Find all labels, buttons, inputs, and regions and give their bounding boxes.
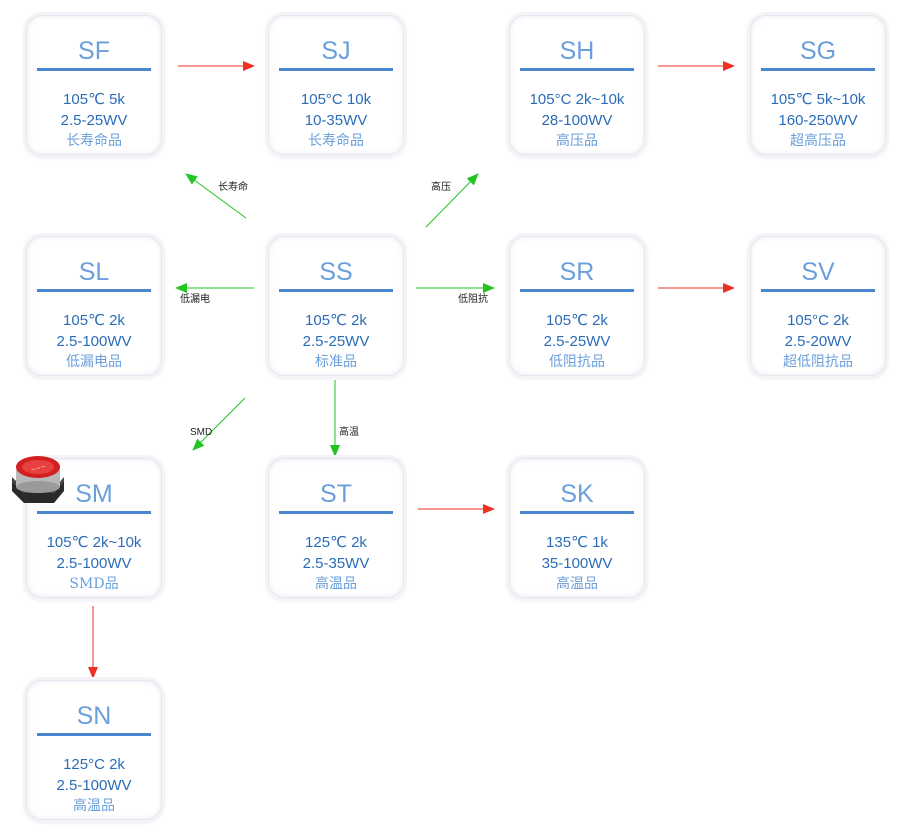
- series-spec: 105℃ 5k: [63, 91, 125, 108]
- series-voltage: 2.5-100WV: [56, 555, 132, 572]
- series-card-sv: SV 105°C 2k 2.5-20WV 超低阻抗品: [750, 236, 886, 376]
- series-description: 高压品: [556, 133, 598, 149]
- divider: [37, 289, 151, 292]
- series-card-sl: SL 105℃ 2k 2.5-100WV 低漏电品: [26, 236, 162, 376]
- series-description: 高温品: [315, 576, 357, 592]
- edge-label-low-leakage: 低漏电: [180, 294, 210, 305]
- edge-label-high-voltage: 高压: [431, 182, 451, 193]
- divider: [37, 733, 151, 736]
- series-card-sh: SH 105°C 2k~10k 28-100WV 高压品: [509, 15, 645, 155]
- series-voltage: 2.5-25WV: [302, 333, 370, 350]
- series-code: SM: [75, 480, 113, 508]
- series-spec: 125℃ 2k: [305, 534, 367, 551]
- series-voltage: 2.5-100WV: [56, 777, 132, 794]
- series-spec: 105℃ 2k: [546, 312, 608, 329]
- divider: [520, 289, 634, 292]
- edge-label-high-temp: 高温: [339, 427, 359, 438]
- series-voltage: 2.5-25WV: [60, 112, 128, 129]
- divider: [37, 511, 151, 514]
- series-card-sj: SJ 105°C 10k 10-35WV 长寿命品: [268, 15, 404, 155]
- series-code: ST: [320, 480, 352, 508]
- series-voltage: 2.5-100WV: [56, 333, 132, 350]
- divider: [279, 68, 393, 71]
- series-card-ss: SS 105℃ 2k 2.5-25WV 标准品: [268, 236, 404, 376]
- series-code: SR: [559, 258, 595, 286]
- series-card-sk: SK 135℃ 1k 35-100WV 高温品: [509, 458, 645, 598]
- series-code: SK: [560, 480, 594, 508]
- series-code: SV: [801, 258, 835, 286]
- series-voltage: 10-35WV: [304, 112, 368, 129]
- series-description: 超高压品: [790, 133, 846, 149]
- edge-label-smd: SMD: [190, 427, 213, 438]
- series-voltage: 28-100WV: [541, 112, 613, 129]
- series-description: SMD品: [69, 576, 119, 592]
- divider: [761, 68, 875, 71]
- series-spec: 105°C 10k: [300, 91, 372, 108]
- series-card-st: ST 125℃ 2k 2.5-35WV 高温品: [268, 458, 404, 598]
- svg-text:~~~: ~~~: [30, 463, 46, 474]
- divider: [279, 511, 393, 514]
- series-code: SH: [559, 37, 595, 65]
- arrow-ss-to-sh: [425, 173, 479, 228]
- series-spec: 125°C 2k: [63, 756, 125, 773]
- series-description: 长寿命品: [66, 133, 122, 149]
- arrow-ss-to-sm: [192, 397, 246, 451]
- series-description: 高温品: [556, 576, 598, 592]
- series-code: SN: [76, 702, 112, 730]
- divider: [37, 68, 151, 71]
- series-code: SL: [78, 258, 110, 286]
- series-spec: 105°C 2k~10k: [529, 91, 625, 108]
- series-spec: 105°C 2k: [787, 312, 849, 329]
- divider: [279, 289, 393, 292]
- series-code: SS: [319, 258, 353, 286]
- series-spec: 105℃ 5k~10k: [770, 91, 866, 108]
- series-description: 高温品: [73, 798, 115, 814]
- series-code: SF: [78, 37, 110, 65]
- series-voltage: 160-250WV: [778, 112, 858, 129]
- series-card-sn: SN 125°C 2k 2.5-100WV 高温品: [26, 680, 162, 820]
- divider: [761, 289, 875, 292]
- series-description: 长寿命品: [308, 133, 364, 149]
- series-description: 超低阻抗品: [783, 354, 853, 370]
- divider: [520, 68, 634, 71]
- smd-capacitor-icon: ~~~: [12, 456, 64, 503]
- series-code: SJ: [321, 37, 351, 65]
- divider: [520, 511, 634, 514]
- series-spec: 105℃ 2k: [63, 312, 125, 329]
- series-voltage: 2.5-20WV: [784, 333, 852, 350]
- series-spec: 105℃ 2k: [305, 312, 367, 329]
- series-description: 低漏电品: [66, 354, 122, 370]
- arrow-ss-to-sf: [185, 173, 247, 219]
- series-voltage: 2.5-35WV: [302, 555, 370, 572]
- edge-label-low-impedance: 低阻抗: [458, 294, 488, 305]
- series-card-sr: SR 105℃ 2k 2.5-25WV 低阻抗品: [509, 236, 645, 376]
- series-voltage: 2.5-25WV: [543, 333, 611, 350]
- series-description: 标准品: [315, 354, 357, 370]
- series-code: SG: [799, 37, 837, 65]
- series-voltage: 35-100WV: [541, 555, 613, 572]
- series-spec: 135℃ 1k: [546, 534, 608, 551]
- series-spec: 105℃ 2k~10k: [46, 534, 142, 551]
- series-description: 低阻抗品: [549, 354, 605, 370]
- series-card-sf: SF 105℃ 5k 2.5-25WV 长寿命品: [26, 15, 162, 155]
- edge-label-long-life: 长寿命: [218, 182, 248, 193]
- series-card-sg: SG 105℃ 5k~10k 160-250WV 超高压品: [750, 15, 886, 155]
